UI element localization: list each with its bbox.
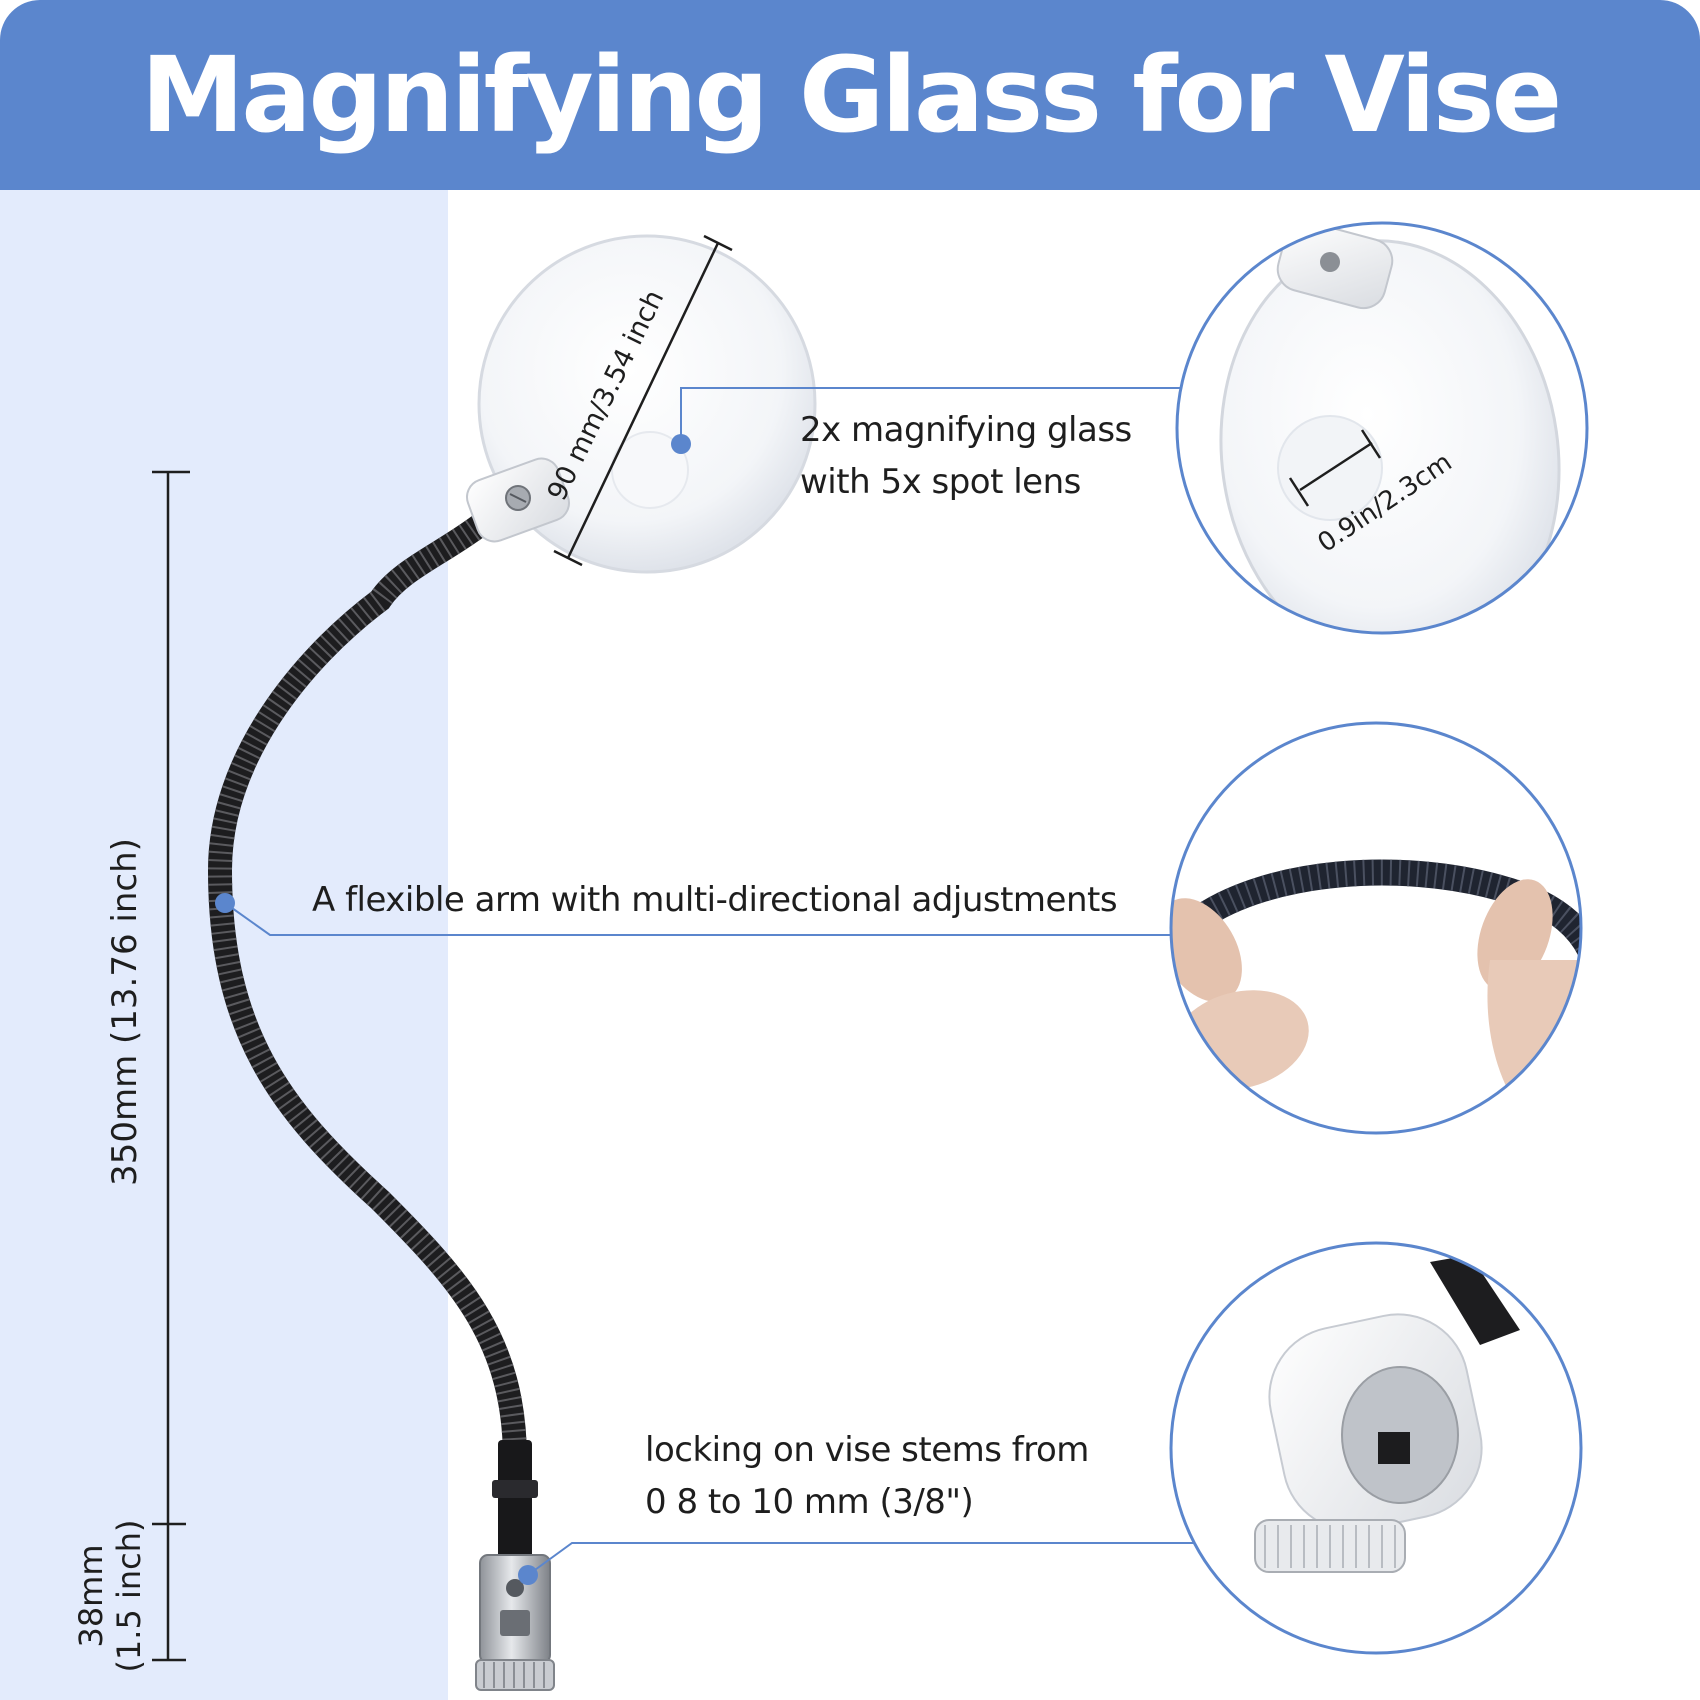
callout-dots: [215, 434, 691, 1585]
clamp-callout-dot: [518, 1565, 538, 1585]
glass-callout-line2: with 5x spot lens: [800, 462, 1081, 502]
lens-mount: [466, 457, 570, 543]
clamp-length-label: 38mm (1.5 inch): [72, 1506, 148, 1686]
clamp-callout-line1: locking on vise stems from: [645, 1430, 1089, 1470]
clamp-callout-line2: 0 8 to 10 mm (3/8"): [645, 1482, 974, 1522]
flexible-arm: [207, 513, 538, 1560]
glass-callout-dot: [671, 434, 691, 454]
glass-callout-text: 2x magnifying glass with 5x spot lens: [800, 404, 1132, 508]
arm-callout-dot: [215, 893, 235, 913]
clamp-length-line2: (1.5 inch): [110, 1519, 148, 1673]
clamp-length-line1: 38mm: [72, 1544, 110, 1648]
arm-callout-text: A flexible arm with multi-directional ad…: [312, 880, 1118, 920]
glass-callout-line1: 2x magnifying glass: [800, 410, 1132, 450]
detail-circle-arm: [1169, 721, 1583, 1135]
clamp-callout-text: locking on vise stems from 0 8 to 10 mm …: [645, 1424, 1089, 1528]
detail-circle-lens: [1175, 221, 1589, 635]
callout-leaders: [224, 387, 1200, 1576]
arm-length-dimension: [152, 470, 190, 1662]
page-title: Magnifying Glass for Vise: [140, 34, 1562, 156]
lens-diameter-dimension: [553, 234, 733, 567]
spot-lens-dimension: [1288, 429, 1382, 507]
detail-circle-clamp: [1169, 1241, 1583, 1655]
header-banner: Magnifying Glass for Vise: [0, 0, 1700, 190]
vise-clamp: [475, 1554, 555, 1691]
arm-length-label: 350mm (13.76 inch): [105, 838, 145, 1186]
